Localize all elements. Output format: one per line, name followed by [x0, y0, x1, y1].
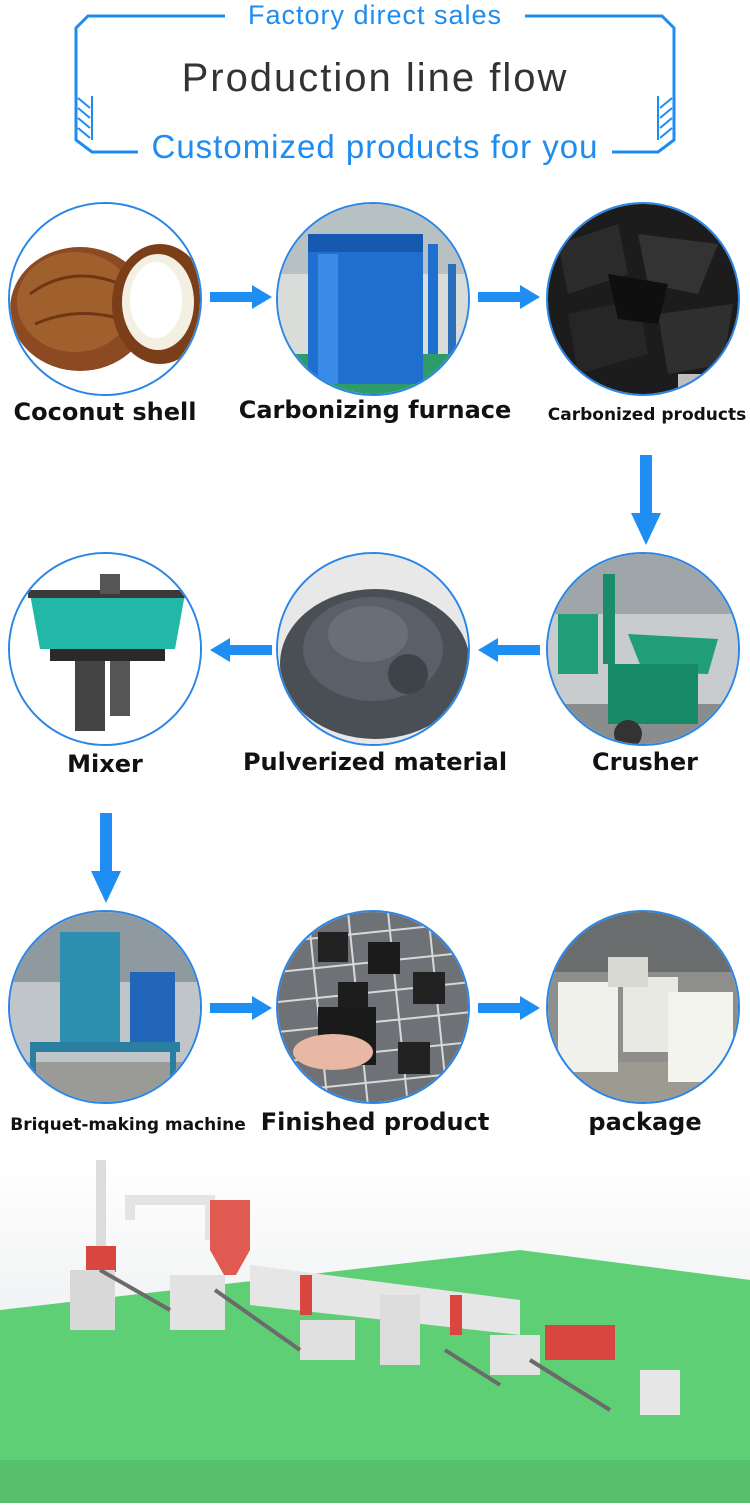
arrow-down-icon [91, 813, 121, 903]
arrow-right-icon [210, 996, 272, 1020]
package-image [546, 910, 740, 1104]
arrow-right-icon [478, 996, 540, 1020]
step-label-carbonized-products: Carbonized products [547, 405, 747, 425]
step-label-carbonizing-furnace: Carbonizing furnace [238, 396, 512, 424]
header-frame: Factory direct sales Production line flo… [0, 0, 750, 175]
step-label-crusher: Crusher [591, 748, 699, 776]
arrow-left-icon [210, 638, 272, 662]
production-line-render [0, 1160, 750, 1503]
page-title: Production line flow [181, 56, 569, 100]
coconut-shell-image [8, 202, 202, 396]
header-top-text: Factory direct sales [247, 0, 503, 30]
header-frame-lines [74, 14, 676, 154]
step-label-briquet-making-machine: Briquet-making machine [10, 1115, 246, 1135]
crusher-image [546, 552, 740, 746]
mixer-image [8, 552, 202, 746]
carbonizing-furnace-image [276, 202, 470, 396]
pulverized-material-image [276, 552, 470, 746]
step-label-mixer: Mixer [67, 750, 143, 778]
step-label-package: package [588, 1108, 702, 1136]
arrow-right-icon [478, 285, 540, 309]
carbonized-products-image [546, 202, 740, 396]
step-label-pulverized-material: Pulverized material [242, 748, 508, 776]
briquet-making-machine-image [8, 910, 202, 1104]
arrow-right-icon [210, 285, 272, 309]
step-label-coconut-shell: Coconut shell [13, 398, 197, 426]
finished-product-image [276, 910, 470, 1104]
header-subtitle: Customized products for you [151, 128, 599, 165]
arrow-down-icon [631, 455, 661, 545]
arrow-left-icon [478, 638, 540, 662]
step-label-finished-product: Finished product [260, 1108, 490, 1136]
